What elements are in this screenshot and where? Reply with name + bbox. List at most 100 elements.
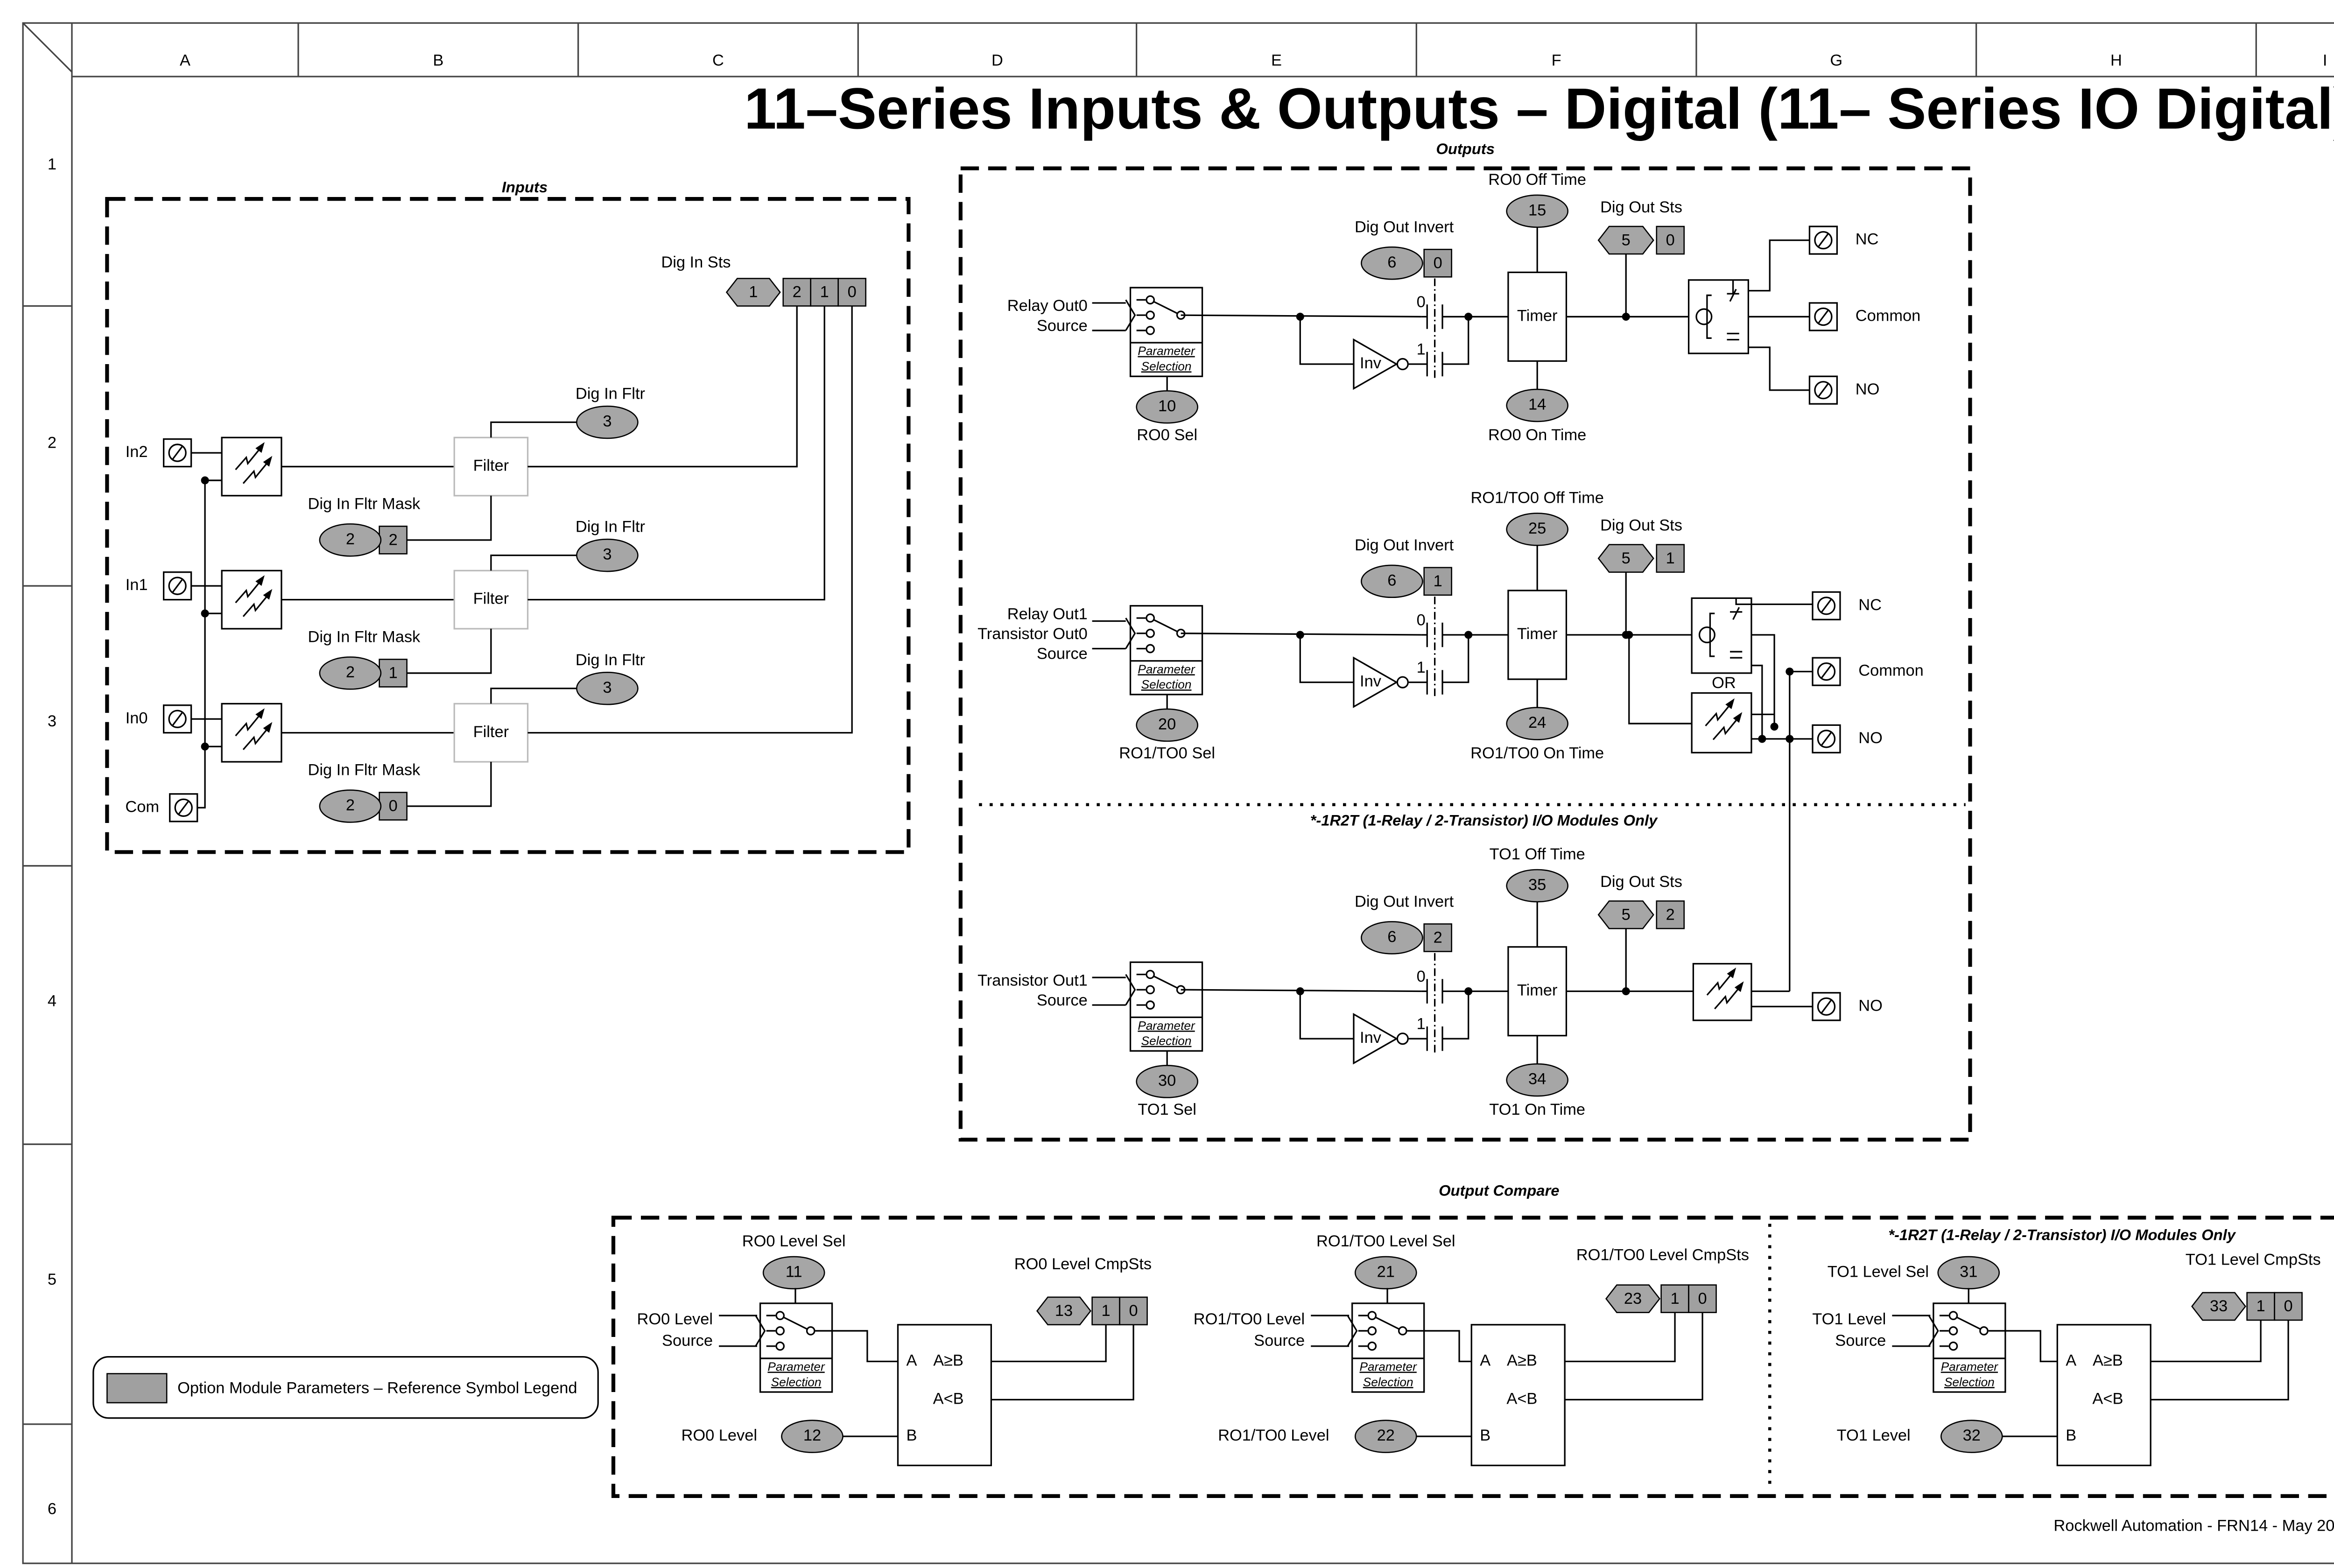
off-time-param: 15	[1506, 194, 1569, 228]
source-label: Transistor Out1	[977, 971, 1088, 989]
terminal-label: In2	[126, 443, 148, 461]
bit-number: 0	[848, 283, 857, 301]
inputs-border	[105, 197, 911, 854]
on-time-label: TO1 On Time	[1489, 1101, 1585, 1118]
wire	[490, 688, 577, 704]
port-lt: A<B	[933, 1390, 964, 1408]
bit-number: 2	[793, 283, 801, 301]
inverter-icon	[1353, 338, 1399, 390]
inverter-bubble	[1396, 1032, 1409, 1045]
relay-coil	[1698, 626, 1715, 644]
parameter-selection-text: Parameter	[767, 1360, 825, 1374]
selector-box	[1129, 961, 1203, 1052]
column-label-D: D	[991, 51, 1003, 69]
param-number: 5	[1622, 231, 1631, 249]
dig-in-fltr-param: 3	[576, 405, 639, 439]
source-label: RO1/TO0 Level	[1194, 1310, 1305, 1328]
dig-in-sts-bit: 2	[782, 278, 812, 307]
on-time-label: RO1/TO0 On Time	[1470, 745, 1604, 762]
off-time-label: TO1 Off Time	[1490, 845, 1585, 863]
source-label: RO0 Level	[637, 1310, 712, 1328]
compare-block	[2056, 1324, 2151, 1466]
param-number: 6	[1387, 928, 1396, 946]
mask-bit: 0	[379, 792, 408, 821]
switch-contact	[1146, 613, 1155, 623]
column-label-A: A	[180, 51, 190, 69]
switch-contact	[1367, 1341, 1377, 1351]
status-hexagon: 5	[1597, 900, 1654, 929]
opto-box	[221, 436, 282, 497]
level-sel-param: 21	[1354, 1256, 1417, 1290]
inverter-bubble	[1396, 676, 1409, 689]
screw-slot	[172, 446, 183, 460]
on-time-label: RO0 On Time	[1488, 426, 1586, 444]
wire	[1628, 635, 1692, 724]
output-compare-border	[611, 1216, 2334, 1498]
param-number: 6	[1387, 253, 1396, 271]
param-number: 35	[1528, 876, 1546, 894]
level-sel-label: TO1 Level Sel	[1828, 1263, 1929, 1281]
level-cmpsts-label: TO1 Level CmpSts	[2186, 1251, 2321, 1268]
contact-label: 0	[1417, 612, 1426, 629]
bit-number: 0	[1698, 1290, 1707, 1308]
inv-label: Inv	[1360, 1029, 1382, 1047]
wire	[1748, 346, 1810, 391]
screw-circle	[168, 443, 187, 462]
opto-isolator-icon	[221, 436, 282, 497]
port-b: B	[1480, 1427, 1490, 1444]
port-lt: A<B	[2092, 1390, 2123, 1408]
port-a: A	[906, 1352, 917, 1370]
param-number: 23	[1624, 1290, 1642, 1308]
param-number: 12	[803, 1427, 821, 1444]
wire	[407, 628, 492, 674]
compare-block	[897, 1324, 992, 1466]
bit-rect	[379, 792, 408, 821]
wire	[2151, 1320, 2289, 1401]
bit-number: 2	[389, 531, 398, 549]
screw-circle	[1814, 307, 1833, 326]
opto-arrow	[1705, 702, 1732, 727]
selector-box	[1129, 287, 1203, 377]
switch-contact	[1948, 1341, 1958, 1351]
arrow-head	[255, 708, 265, 719]
inputs-title: Inputs	[502, 178, 548, 196]
param-number: 10	[1158, 397, 1176, 415]
param-ellipse	[319, 523, 382, 557]
param-ellipse	[1506, 388, 1569, 422]
terminal-screw-icon	[1812, 591, 1841, 620]
contact-label: 1	[1417, 659, 1426, 676]
dig-in-fltr-mask-param: 2	[319, 523, 382, 557]
wire	[490, 554, 577, 571]
screw-circle	[168, 710, 187, 728]
switch-pivot	[806, 1326, 815, 1336]
dig-out-invert-label: Dig Out Invert	[1355, 536, 1454, 554]
port-a: A	[1480, 1352, 1490, 1370]
switch-contact	[775, 1311, 785, 1321]
switch-arm	[782, 1316, 808, 1330]
opto-box	[1691, 692, 1752, 753]
param-ellipse	[781, 1420, 844, 1453]
opto-arrow	[235, 579, 262, 604]
level-sel-param: 11	[762, 1256, 825, 1290]
arrow-head	[255, 442, 265, 453]
arrow-head	[1734, 981, 1744, 992]
status-hexagon: 23	[1605, 1284, 1660, 1313]
selector-box	[1351, 1302, 1425, 1393]
input-bracket	[755, 1315, 766, 1347]
inv-label: Inv	[1360, 354, 1382, 372]
junction-dot	[1296, 312, 1304, 321]
row-label-5: 5	[48, 1271, 56, 1288]
arrow-head	[263, 589, 273, 600]
dig-in-fltr-label: Dig In Fltr	[576, 651, 645, 669]
param-ellipse	[1940, 1420, 2003, 1453]
sts-bit: 1	[1656, 544, 1685, 573]
legend-border	[92, 1356, 599, 1419]
filter-label: Filter	[473, 723, 509, 741]
bit-rect	[2274, 1292, 2303, 1321]
terminal-screw-icon	[1812, 992, 1841, 1021]
dig-in-fltr-label: Dig In Fltr	[576, 518, 645, 536]
